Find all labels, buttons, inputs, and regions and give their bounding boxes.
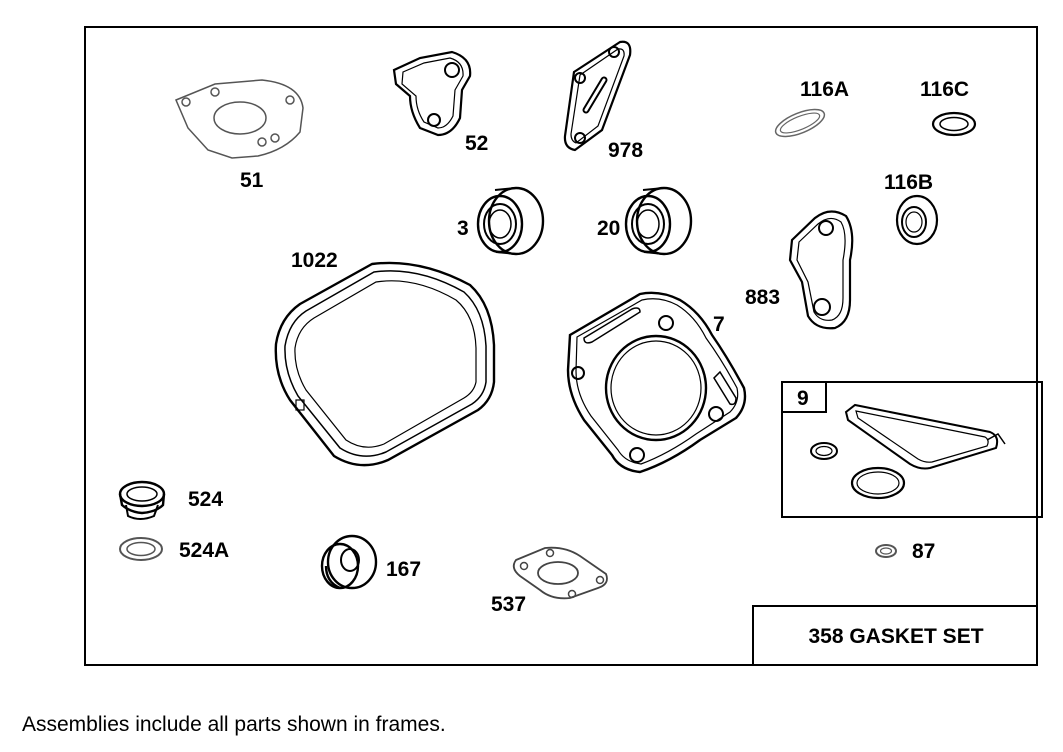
label-1022: 1022 xyxy=(291,249,338,272)
part-3-seal[interactable] xyxy=(476,186,545,256)
part-20-seal[interactable] xyxy=(624,186,693,256)
label-52: 52 xyxy=(465,132,488,155)
label-9: 9 xyxy=(797,387,809,410)
label-3: 3 xyxy=(457,217,469,240)
label-116c: 116C xyxy=(920,78,969,101)
assembly-9-parts[interactable] xyxy=(810,403,1006,500)
label-116a: 116A xyxy=(800,78,849,101)
part-167-grommet[interactable] xyxy=(320,534,378,590)
label-978: 978 xyxy=(608,139,643,162)
part-524a-ring[interactable] xyxy=(119,537,163,561)
part-1022-gasket[interactable] xyxy=(274,261,496,467)
part-52-gasket[interactable] xyxy=(392,50,472,137)
label-87: 87 xyxy=(912,540,935,563)
diagram-frame xyxy=(84,26,1038,666)
part-116a-ring[interactable] xyxy=(772,104,828,142)
part-537-gasket[interactable] xyxy=(512,546,608,600)
label-167: 167 xyxy=(386,558,421,581)
part-883-gasket[interactable] xyxy=(788,210,854,330)
assembly-9-label-box xyxy=(781,381,827,413)
part-51-gasket[interactable] xyxy=(175,79,304,159)
part-7-head-gasket[interactable] xyxy=(566,291,747,474)
label-51: 51 xyxy=(240,169,264,192)
label-7: 7 xyxy=(713,313,725,336)
part-978-gasket[interactable] xyxy=(563,40,632,152)
part-87-ring[interactable] xyxy=(875,544,897,558)
label-116b: 116B xyxy=(884,171,933,194)
label-20: 20 xyxy=(597,217,620,240)
assembly-9-frame xyxy=(781,381,1043,518)
gasket-set-label: 358 GASKET SET xyxy=(808,624,984,648)
label-524: 524 xyxy=(188,488,223,511)
gasket-set-box: 358 GASKET SET xyxy=(752,605,1038,666)
part-116c-ring[interactable] xyxy=(931,111,977,137)
label-537: 537 xyxy=(491,593,526,616)
label-524a: 524A xyxy=(179,539,229,562)
part-524-plug[interactable] xyxy=(118,480,166,520)
part-116b-seal[interactable] xyxy=(895,194,939,246)
footnote: Assemblies include all parts shown in fr… xyxy=(22,713,446,736)
label-883: 883 xyxy=(745,286,780,309)
